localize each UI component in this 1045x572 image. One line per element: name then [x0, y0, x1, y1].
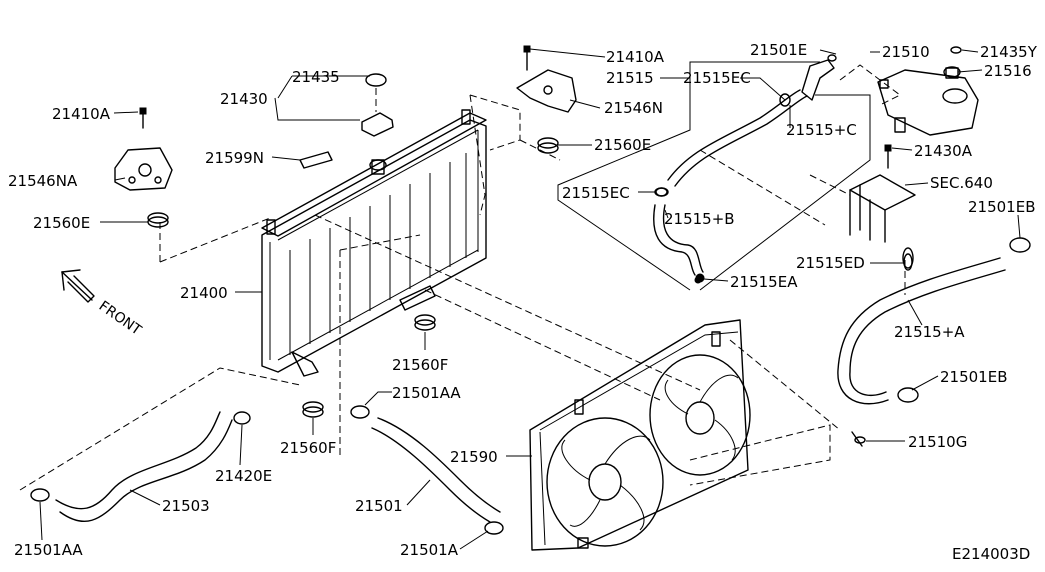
hose-21515b [653, 187, 705, 283]
diagram-code: E214003D [952, 545, 1030, 563]
label-21410A-left: 21410A [52, 105, 111, 123]
leader-lines [39, 48, 1021, 550]
label-plate [299, 151, 333, 169]
label-SEC640: SEC.640 [930, 174, 993, 192]
label-21503: 21503 [162, 497, 210, 515]
label-21515C: 21515+C [786, 121, 857, 139]
label-21435Y: 21435Y [980, 43, 1038, 61]
label-21560F-low: 21560F [280, 439, 336, 457]
lower-mounts [302, 314, 436, 418]
label-21515EA: 21515EA [730, 273, 798, 291]
top-mount-bracket [516, 45, 577, 154]
hose-21515c [667, 54, 837, 187]
left-mount-bracket [114, 107, 173, 228]
label-21420E: 21420E [215, 467, 272, 485]
label-21501A: 21501A [400, 541, 459, 559]
reservoir-tank [877, 46, 979, 136]
lower-hose [350, 405, 504, 535]
label-21516: 21516 [984, 62, 1032, 80]
label-21400: 21400 [180, 284, 228, 302]
label-21430: 21430 [220, 90, 268, 108]
label-21546N: 21546N [604, 99, 663, 117]
fasteners [654, 187, 913, 447]
label-21515ED: 21515ED [796, 254, 865, 272]
label-21546NA: 21546NA [8, 172, 78, 190]
label-21510G: 21510G [908, 433, 967, 451]
front-label: FRONT [96, 298, 145, 339]
label-21501: 21501 [355, 497, 403, 515]
hose-21515a [837, 237, 1031, 405]
label-21599N: 21599N [205, 149, 264, 167]
fan-shroud-assembly [529, 319, 751, 551]
label-21501EB-top: 21501EB [968, 198, 1036, 216]
label-21430A: 21430A [914, 142, 973, 160]
label-21510: 21510 [882, 43, 930, 61]
label-21515A: 21515+A [894, 323, 965, 341]
label-21501E: 21501E [750, 41, 807, 59]
part-labels: 21410A 21501E 21510 21435Y 21516 21515 2… [8, 41, 1038, 559]
reservoir-bracket [849, 144, 916, 243]
label-21515: 21515 [606, 69, 654, 87]
label-21501EB-low: 21501EB [940, 368, 1008, 386]
label-21590: 21590 [450, 448, 498, 466]
assembly-dashed-lines [19, 64, 906, 491]
label-21560F-mid: 21560F [392, 356, 448, 374]
label-21515B: 21515+B [664, 210, 735, 228]
label-21515EC-top: 21515EC [683, 69, 751, 87]
radiator-cap [361, 73, 394, 137]
front-arrow-icon [61, 269, 95, 303]
radiator [261, 109, 487, 377]
label-21435: 21435 [292, 68, 340, 86]
label-21410A-top: 21410A [606, 48, 665, 66]
label-21501AA-mid: 21501AA [392, 384, 461, 402]
label-21560E-top: 21560E [594, 136, 651, 154]
label-21560E-left: 21560E [33, 214, 90, 232]
frame-lines [557, 61, 871, 291]
upper-hose [30, 411, 251, 523]
label-21501AA-low: 21501AA [14, 541, 83, 559]
label-21515EC-mid: 21515EC [562, 184, 630, 202]
